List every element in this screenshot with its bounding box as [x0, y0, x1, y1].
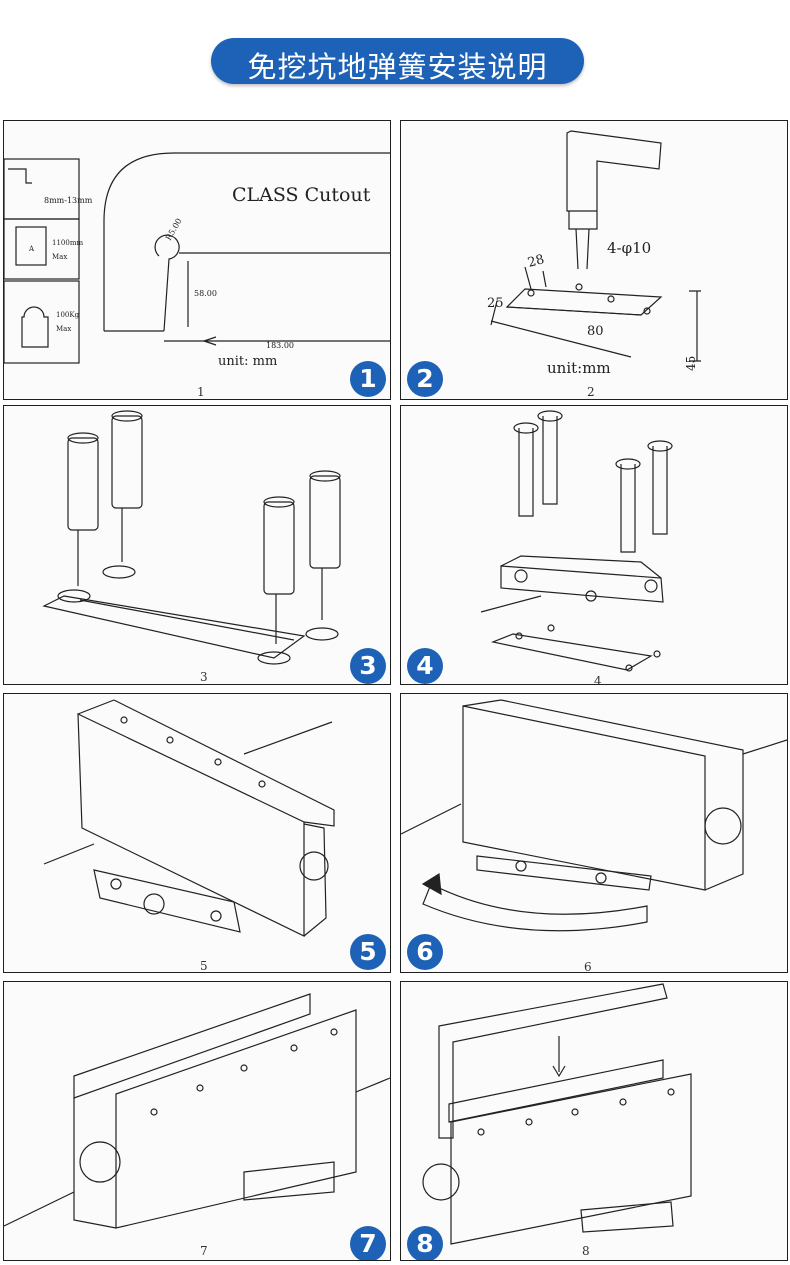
step-7-panel: 7 7	[3, 981, 391, 1261]
legend-weight: 100Kg	[56, 311, 80, 319]
legend-width: 1100mm	[52, 239, 83, 247]
step-caption: 3	[200, 670, 208, 684]
step-caption: 6	[584, 960, 592, 973]
step-caption: 4	[594, 674, 602, 685]
step-6-panel: 6 6	[400, 693, 788, 973]
step-8-panel: 8 8	[400, 981, 788, 1261]
dim-45: 45	[684, 356, 698, 371]
dim-height: 58.00	[194, 289, 217, 298]
hinge-placement-drawing	[43, 699, 335, 937]
holes-label: 4-φ10	[607, 239, 651, 257]
legend-a: A	[28, 245, 35, 253]
step-badge: 6	[407, 934, 443, 970]
step-badge: 4	[407, 648, 443, 684]
dim-28: 28	[526, 252, 546, 271]
step-caption: 5	[200, 959, 208, 973]
step-2-panel: 4-φ10 28 25 80 45 unit:mm 2 2	[400, 120, 788, 400]
legend-weight-max: Max	[56, 325, 71, 333]
step-badge: 5	[350, 934, 386, 970]
step-1-panel: CLASS Cutout unit: mm R5.00 58.00 183.00…	[3, 120, 391, 400]
glass-insertion-drawing	[422, 983, 692, 1245]
unit-label: unit:mm	[547, 359, 611, 377]
dim-25: 25	[487, 296, 504, 311]
step-5-panel: 5 5	[3, 693, 391, 973]
legend-thickness: 8mm-13mm	[44, 196, 93, 205]
page-title: 免挖坑地弹簧安装说明	[247, 50, 548, 84]
step-badge: 8	[407, 1226, 443, 1260]
anchors-drawing	[42, 410, 341, 665]
title-banner: 免挖坑地弹簧安装说明	[211, 38, 584, 84]
step-caption: 2	[587, 385, 595, 399]
step-badge: 3	[350, 648, 386, 684]
drilling-drawing: 4-φ10 28 25 80 45 unit:mm	[487, 130, 701, 377]
dim-width: 183.00	[266, 341, 294, 350]
dim-radius: R5.00	[164, 217, 184, 242]
step-4-panel: 4 4	[400, 405, 788, 685]
unit-label: unit: mm	[218, 354, 277, 369]
hinge-assembled-drawing	[4, 993, 390, 1229]
step-badge: 1	[350, 361, 386, 397]
legend-width-max: Max	[52, 253, 67, 261]
dim-80: 80	[587, 324, 604, 339]
step-badge: 7	[350, 1226, 386, 1260]
drawing-title: CLASS Cutout	[232, 184, 371, 206]
step-3-panel: 3 3	[3, 405, 391, 685]
step-badge: 2	[407, 361, 443, 397]
step-caption: 7	[200, 1244, 208, 1258]
step-caption: 8	[582, 1244, 590, 1258]
screws-drawing	[480, 410, 673, 672]
cutout-drawing: CLASS Cutout unit: mm R5.00 58.00 183.00…	[4, 152, 390, 369]
step-caption: 1	[197, 385, 205, 399]
hinge-rotation-drawing	[401, 699, 787, 932]
